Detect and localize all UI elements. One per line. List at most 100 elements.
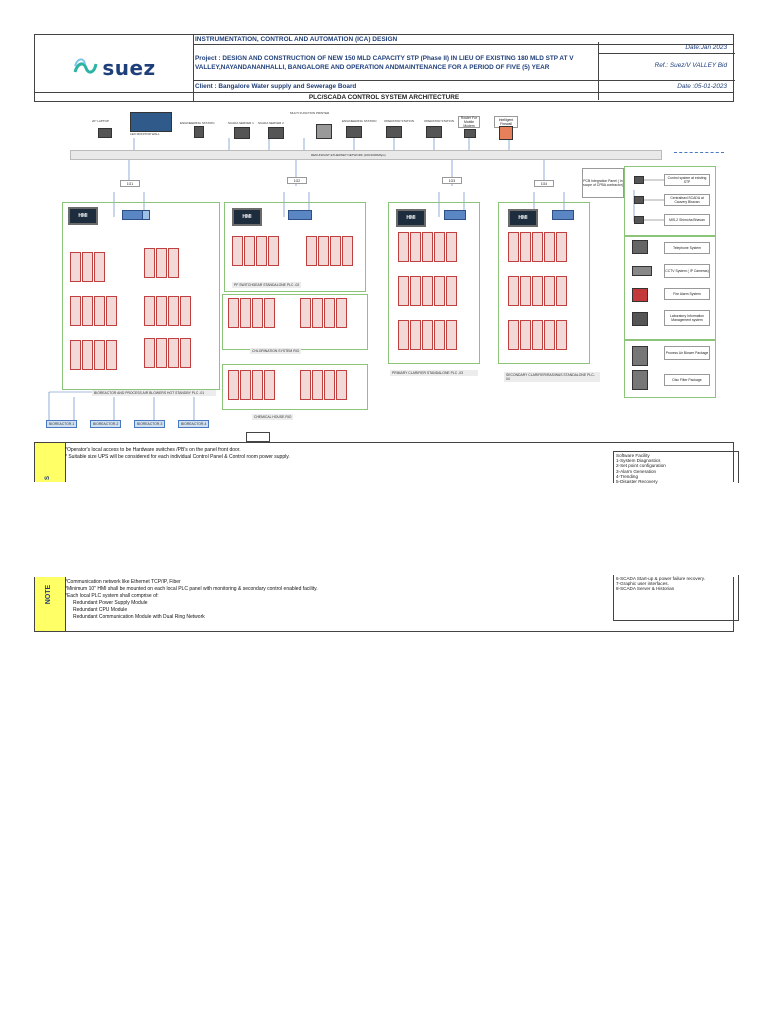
io-card bbox=[556, 276, 567, 306]
note-line: *Each local PLC system shall comprise of… bbox=[65, 593, 159, 599]
io-card bbox=[398, 232, 409, 262]
io-card bbox=[544, 232, 555, 262]
firewall-icon bbox=[499, 126, 513, 140]
note-label-fragment: S bbox=[45, 475, 52, 481]
router-icon bbox=[464, 129, 476, 138]
io-card bbox=[144, 296, 155, 326]
third-party-systems bbox=[624, 236, 716, 340]
io-card bbox=[94, 296, 105, 326]
io-card bbox=[508, 276, 519, 306]
switch-3: 1G3 bbox=[442, 177, 462, 184]
io-card bbox=[410, 232, 421, 262]
eng-station-2-label: ENGINEERING STATION bbox=[342, 119, 377, 123]
io-card bbox=[82, 296, 93, 326]
project-description: Project : DESIGN AND CONSTRUCTION OF NEW… bbox=[195, 55, 574, 71]
io-card bbox=[94, 252, 105, 282]
date-field: Date:Jan 2023 bbox=[685, 44, 727, 51]
eng-station-label: ENGINEERING STATION bbox=[180, 121, 215, 125]
network-switch-3 bbox=[444, 210, 466, 220]
software-item: 1-System Diagnostics bbox=[616, 458, 661, 464]
note-line: *Communication network like Ethernet TCP… bbox=[65, 579, 181, 585]
io-card bbox=[422, 232, 433, 262]
cauvery-bhavan-link: Centralised SCADA at Cauvery Bhavan bbox=[664, 194, 710, 206]
io-card bbox=[300, 370, 311, 400]
panel-plc-04 bbox=[498, 202, 590, 364]
hmi-panel-1: HMI bbox=[68, 207, 98, 225]
io-card bbox=[168, 248, 179, 278]
io-card bbox=[544, 320, 555, 350]
io-card bbox=[434, 276, 445, 306]
cctv-system: CCTV System ( IP Cameras) bbox=[664, 264, 710, 278]
io-card bbox=[446, 320, 457, 350]
panel-plc-02 bbox=[224, 202, 366, 292]
computer-icon bbox=[632, 312, 648, 326]
io-card bbox=[410, 320, 421, 350]
io-card bbox=[508, 232, 519, 262]
server-2-icon bbox=[268, 127, 284, 139]
io-card bbox=[520, 320, 531, 350]
software-item: 7-Graphic user interfaces. bbox=[616, 581, 669, 587]
printer-icon bbox=[316, 124, 332, 139]
io-card bbox=[144, 338, 155, 368]
chlorination-label: CHLORINATION SYSTEM RIO bbox=[250, 348, 302, 354]
panel-1-label: BIOREACTOR AND PROCESS AIR BLOWERS HOT S… bbox=[92, 390, 216, 396]
antenna-icon bbox=[634, 196, 644, 204]
note-line: *Minimum 10" HMI shall be mounted on eac… bbox=[65, 586, 318, 592]
monitor-wall-label: LED MONITOR WALL bbox=[130, 132, 160, 136]
io-card bbox=[410, 276, 421, 306]
io-card bbox=[256, 236, 267, 266]
io-card bbox=[312, 298, 323, 328]
io-card bbox=[544, 276, 555, 306]
laptop-label: 20" LAPTOP bbox=[92, 119, 110, 123]
io-card bbox=[264, 370, 275, 400]
pcb-integration-panel: PCB Integration Panel ( In scope of CPBA… bbox=[582, 168, 624, 198]
software-item: 5-Disaster Recovery bbox=[616, 479, 658, 485]
io-card bbox=[422, 276, 433, 306]
client-name: Client : Bangalore Water supply and Sewe… bbox=[195, 83, 357, 90]
io-card bbox=[168, 296, 179, 326]
io-card bbox=[520, 232, 531, 262]
software-item: 2-Set point configuration bbox=[616, 463, 666, 469]
io-card bbox=[556, 232, 567, 262]
io-card bbox=[342, 236, 353, 266]
architecture-diagram: 20" LAPTOP LED MONITOR WALL ENGINEERING … bbox=[34, 102, 734, 442]
io-card bbox=[398, 320, 409, 350]
operator-station-2-label: OPERATOR STATION bbox=[424, 119, 454, 123]
io-card bbox=[318, 236, 329, 266]
telephone-system: Telephone System bbox=[664, 242, 710, 254]
telephone-icon bbox=[632, 240, 648, 254]
section-title: PLC/SCADA CONTROL SYSTEM ARCHITECTURE bbox=[34, 92, 734, 102]
io-card bbox=[156, 296, 167, 326]
lims-system: Laboratory Information Management system bbox=[664, 310, 710, 326]
io-card bbox=[434, 232, 445, 262]
cloud-server-icon bbox=[194, 126, 204, 138]
laptop-icon bbox=[98, 128, 112, 138]
bioreactor-4: BIOREACTOR-4 bbox=[178, 420, 210, 428]
io-card bbox=[244, 236, 255, 266]
mis-link: MIS-2 Shimoha Bhavan bbox=[664, 214, 710, 226]
io-card bbox=[82, 340, 93, 370]
fire-alarm-system: Fire Alarm System bbox=[664, 288, 710, 300]
document-title: INSTRUMENTATION, CONTROL AND AUTOMATION … bbox=[195, 36, 398, 43]
switch-1: 1G1 bbox=[120, 180, 140, 187]
date-field-2: Date :05-01-2023 bbox=[677, 83, 727, 90]
legend-box bbox=[246, 432, 270, 442]
io-card bbox=[532, 232, 543, 262]
panel-2-label: PF SWITCHGEAR STANDALONE PLC -02 bbox=[232, 282, 302, 288]
io-card bbox=[94, 340, 105, 370]
hmi-panel-4: HMI bbox=[508, 209, 538, 227]
io-card bbox=[532, 320, 543, 350]
io-card bbox=[82, 252, 93, 282]
workstation-icon bbox=[346, 126, 362, 138]
bioreactor-row: BIOREACTOR-1 BIOREACTOR-2 BIOREACTOR-3 B… bbox=[46, 420, 226, 432]
io-card bbox=[156, 338, 167, 368]
io-card bbox=[156, 248, 167, 278]
plc-rack-icon bbox=[632, 370, 648, 390]
operator-station-label: OPERATOR STATION bbox=[384, 119, 414, 123]
revision-block: Date:Jan 2023 Ref.: Suez/V VALLEY Bid Da… bbox=[598, 42, 735, 100]
io-card bbox=[398, 276, 409, 306]
io-card bbox=[532, 276, 543, 306]
note-line: Redundant Power Supply Module bbox=[73, 600, 148, 606]
software-facility-box: Software Facility 1-System Diagnostics 2… bbox=[613, 451, 739, 485]
external-links-group bbox=[624, 166, 716, 236]
